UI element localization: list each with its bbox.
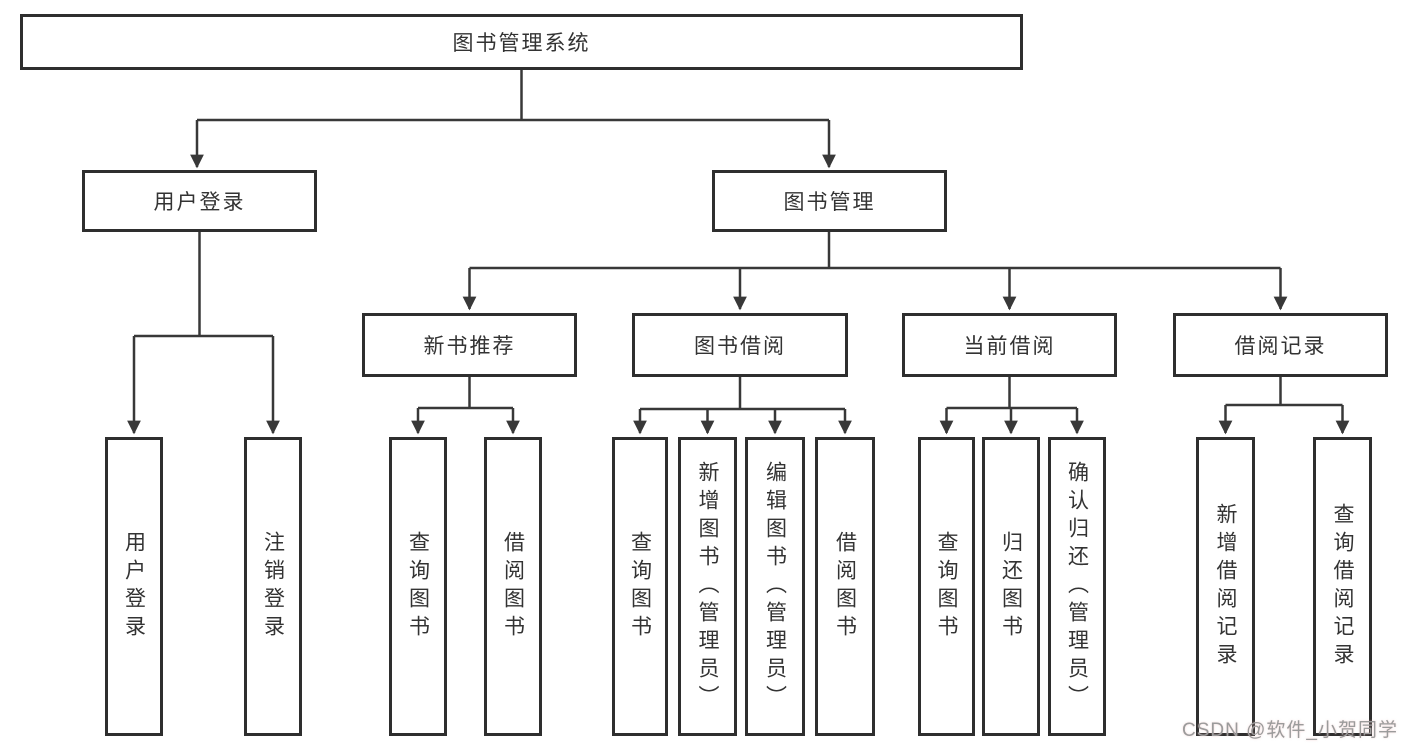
leaf-label: 借阅图书 <box>833 530 857 643</box>
leaf-query-borrowing-record: 查询借阅记录 <box>1313 437 1372 736</box>
leaf-label: 查询借阅记录 <box>1331 502 1354 671</box>
leaf-label: 查询图书 <box>628 530 652 643</box>
node-label: 当前借阅 <box>963 335 1056 358</box>
leaf-label: 用户登录 <box>122 530 146 643</box>
leaf-borrow-books: 借阅图书 <box>484 437 542 736</box>
node-label: 新书推荐 <box>423 335 516 358</box>
leaf-label: 确认归还（管理员） <box>1065 460 1089 713</box>
node-borrowing-records: 借阅记录 <box>1173 313 1388 377</box>
leaf-add-books-admin: 新增图书（管理员） <box>678 437 737 736</box>
node-book-borrowing: 图书借阅 <box>632 313 848 377</box>
node-user-login: 用户登录 <box>82 170 317 232</box>
leaf-return-books: 归还图书 <box>982 437 1040 736</box>
node-label: 用户登录 <box>153 191 246 214</box>
leaf-user-login: 用户登录 <box>105 437 163 736</box>
leaf-label: 编辑图书（管理员） <box>763 460 787 713</box>
node-label: 图书管理 <box>783 191 876 214</box>
node-new-book-recommendation: 新书推荐 <box>362 313 577 377</box>
leaf-label: 查询图书 <box>406 530 430 643</box>
node-book-management: 图书管理 <box>712 170 947 232</box>
node-library-management-system: 图书管理系统 <box>20 14 1023 70</box>
leaf-query-books: 查询图书 <box>918 437 975 736</box>
watermark: CSDN @软件_小贺同学 <box>1182 720 1398 741</box>
node-label: 图书管理系统 <box>452 32 591 55</box>
leaf-borrow-books: 借阅图书 <box>815 437 875 736</box>
leaf-query-books: 查询图书 <box>612 437 668 736</box>
node-label: 图书借阅 <box>694 335 786 358</box>
leaf-label: 查询图书 <box>935 530 958 643</box>
leaf-edit-books-admin: 编辑图书（管理员） <box>745 437 805 736</box>
node-current-borrowing: 当前借阅 <box>902 313 1117 377</box>
leaf-confirm-return-admin: 确认归还（管理员） <box>1048 437 1106 736</box>
leaf-label: 注销登录 <box>261 530 285 643</box>
leaf-query-books: 查询图书 <box>389 437 447 736</box>
leaf-label: 新增图书（管理员） <box>696 460 719 713</box>
leaf-label: 归还图书 <box>999 530 1023 643</box>
leaf-label: 新增借阅记录 <box>1214 502 1237 671</box>
leaf-label: 借阅图书 <box>501 530 525 643</box>
node-label: 借阅记录 <box>1234 335 1327 358</box>
leaf-logout: 注销登录 <box>244 437 302 736</box>
leaf-add-borrowing-record: 新增借阅记录 <box>1196 437 1255 736</box>
